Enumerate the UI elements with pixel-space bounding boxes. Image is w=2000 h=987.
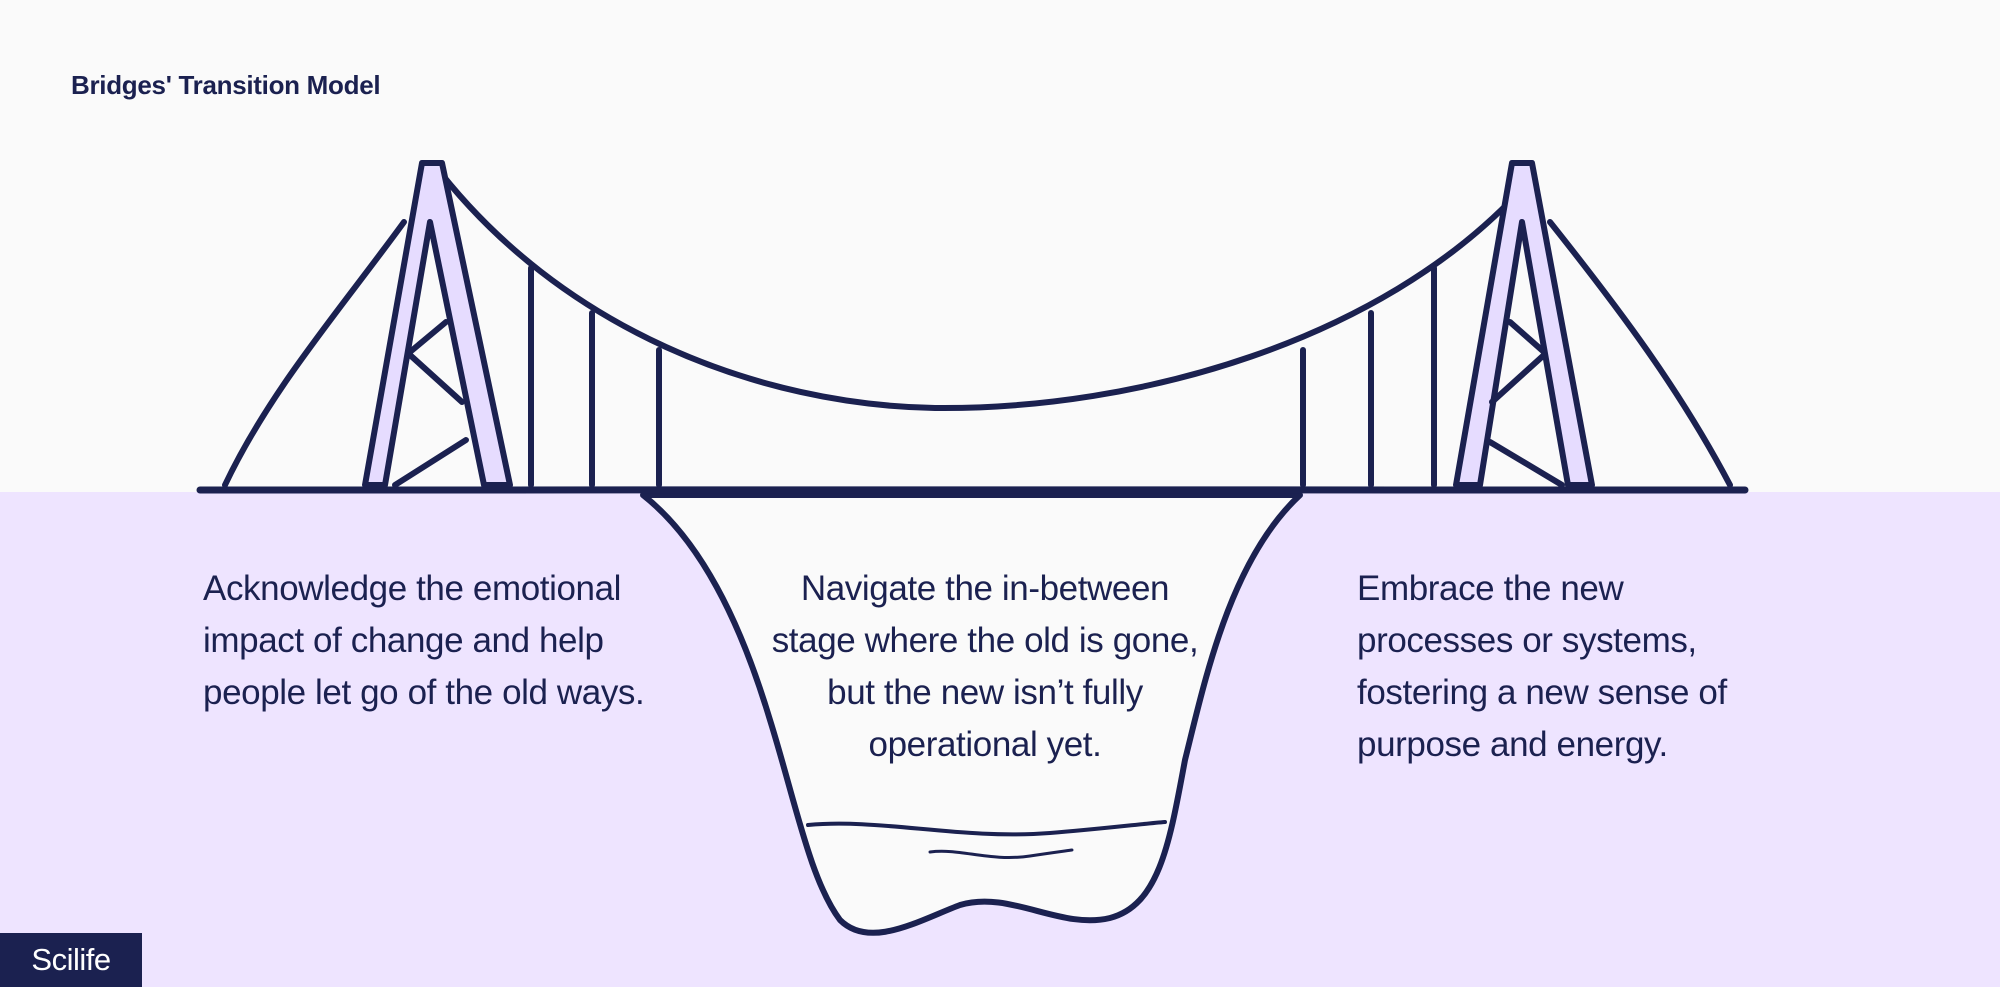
left-tower: [362, 160, 513, 488]
water-line-top: [806, 820, 1167, 837]
right-side-cable: [1547, 219, 1733, 488]
right-tower: [1453, 160, 1595, 488]
main-cable: [430, 160, 1521, 412]
bridge-deck: [196, 485, 1749, 495]
stage-neutral-zone-text: Navigate the in-between stage where the …: [771, 569, 1199, 764]
right-tower-brace-1: [1507, 319, 1547, 355]
right-tower-brace-3: [1487, 439, 1565, 488]
left-side-cable: [222, 219, 407, 488]
water-line-bottom: [928, 848, 1074, 860]
page-title: Bridges' Transition Model: [71, 70, 381, 100]
left-tower-brace-2: [407, 352, 465, 405]
left-tower-brace-1: [407, 319, 449, 355]
brand-logo: Scilife: [0, 933, 142, 987]
left-tower-brace-3: [392, 437, 469, 488]
sky-background: [0, 0, 2000, 492]
stage-new-beginning-text: Embrace the new processes or systems, fo…: [1357, 569, 1727, 764]
stage-ending-text: Acknowledge the emotional impact of chan…: [203, 569, 645, 712]
right-tower-brace-2: [1489, 352, 1547, 405]
